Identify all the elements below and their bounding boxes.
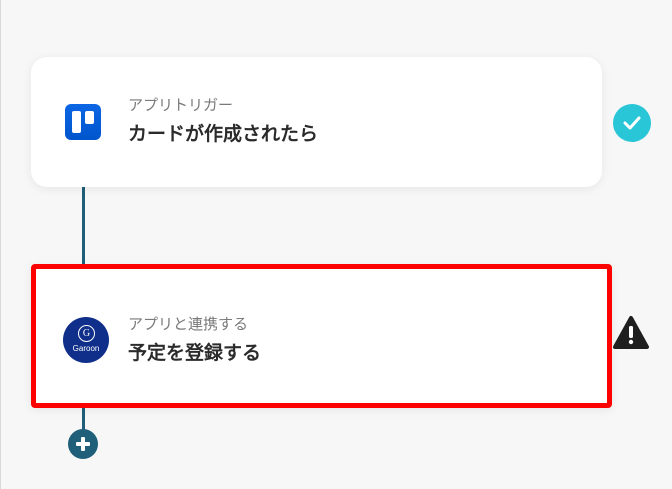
- garoon-logo-text: Garoon: [72, 344, 100, 353]
- action-step-card[interactable]: G Garoon アプリと連携する 予定を登録する: [31, 264, 612, 408]
- trigger-category-label: アプリトリガー: [128, 96, 234, 114]
- trello-icon: [65, 104, 101, 140]
- garoon-logo-letter: G: [78, 325, 95, 342]
- check-circle-icon: [613, 104, 651, 142]
- action-category-label: アプリと連携する: [128, 315, 249, 333]
- action-title: 予定を登録する: [128, 342, 262, 364]
- trigger-step-card[interactable]: アプリトリガー カードが作成されたら: [31, 57, 602, 187]
- garoon-icon: G Garoon: [63, 317, 109, 363]
- trigger-title: カードが作成されたら: [128, 123, 319, 145]
- add-step-button[interactable]: [68, 429, 98, 459]
- left-panel-edge: [0, 0, 1, 489]
- warning-icon: [612, 315, 650, 351]
